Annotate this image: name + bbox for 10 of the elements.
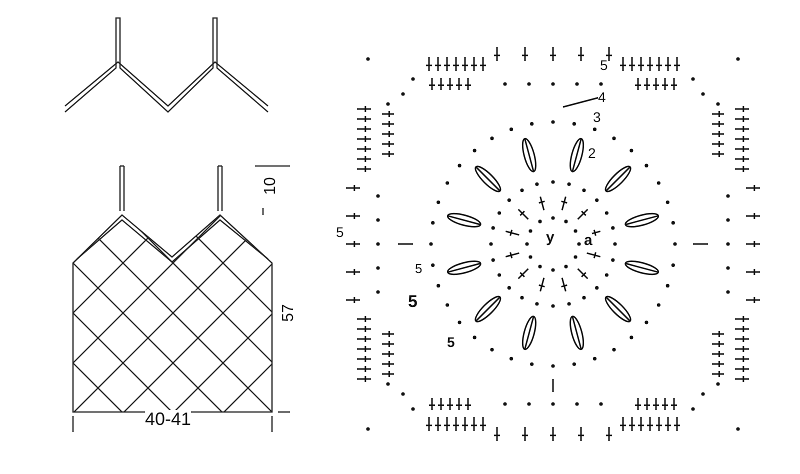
- row-number: 4: [598, 90, 606, 104]
- row-number: 5: [415, 262, 422, 275]
- row-number: 5: [336, 225, 344, 239]
- row-number: 2: [588, 146, 596, 160]
- row-number: 5: [447, 335, 455, 349]
- row-number: 5: [600, 58, 608, 72]
- row-number: a: [584, 233, 592, 248]
- dimension-label: 40-41: [145, 410, 192, 428]
- row-number: 3: [593, 110, 601, 124]
- row-number: 5: [408, 293, 418, 310]
